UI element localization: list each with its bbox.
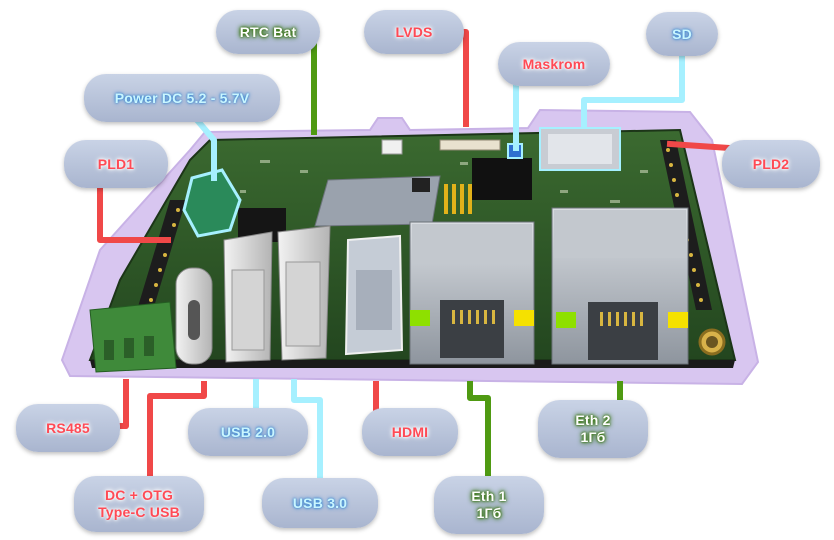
callout-eth1: Eth 1 1Гб xyxy=(434,476,544,534)
callout-dc-otg-label: DC + OTG Type-C USB xyxy=(98,487,180,520)
leader-eth1 xyxy=(467,381,491,481)
leader-dc-otg xyxy=(147,381,207,481)
callout-rs485: RS485 xyxy=(16,404,120,452)
callout-pld1: PLD1 xyxy=(64,140,168,188)
emmc-chip xyxy=(472,158,532,200)
callout-power-dc-label: Power DC 5.2 - 5.7V xyxy=(114,89,250,106)
callout-hdmi-label: HDMI xyxy=(391,423,429,440)
callout-usb2-label: USB 2.0 xyxy=(220,423,276,440)
callout-rtc-bat-label: RTC Bat xyxy=(239,23,297,40)
callout-usb3: USB 3.0 xyxy=(262,478,378,528)
callout-dc-otg: DC + OTG Type-C USB xyxy=(74,476,204,532)
callout-maskrom: Maskrom xyxy=(498,42,610,86)
callout-lvds-label: LVDS xyxy=(395,23,433,40)
leader-usb3 xyxy=(291,379,323,481)
hdmi-port xyxy=(356,270,392,330)
callout-sd: SD xyxy=(646,12,718,56)
rtc-connector xyxy=(381,139,403,155)
mounting-hole-inner xyxy=(706,336,718,348)
callout-lvds: LVDS xyxy=(364,10,464,54)
callout-rtc-bat: RTC Bat xyxy=(216,10,320,54)
callout-usb3-label: USB 3.0 xyxy=(292,494,348,511)
callout-eth2-label: Eth 2 1Гб xyxy=(575,412,611,445)
callout-maskrom-label: Maskrom xyxy=(522,55,586,72)
callout-usb2: USB 2.0 xyxy=(188,408,308,456)
leader-sd xyxy=(581,31,685,129)
chip-small xyxy=(412,178,430,192)
usb3-port xyxy=(285,261,321,347)
callout-sd-label: SD xyxy=(672,25,692,42)
sd-slot-inner xyxy=(548,134,612,164)
power-dc-connector xyxy=(182,168,242,238)
lvds-connector xyxy=(439,139,501,151)
rs485-terminal xyxy=(89,301,177,373)
usb2-port xyxy=(231,269,265,351)
eth2-connector xyxy=(551,207,689,365)
callout-power-dc: Power DC 5.2 - 5.7V xyxy=(84,74,280,122)
jumper-headers xyxy=(444,184,472,214)
callout-eth2: Eth 2 1Гб xyxy=(538,400,648,458)
callout-pld2-label: PLD2 xyxy=(752,155,790,172)
type-c-port xyxy=(188,300,200,340)
callout-eth1-label: Eth 1 1Гб xyxy=(471,488,507,521)
callout-hdmi: HDMI xyxy=(362,408,458,456)
callout-rs485-label: RS485 xyxy=(46,419,90,436)
callout-pld2: PLD2 xyxy=(722,140,820,188)
leader-pld1 xyxy=(97,165,171,243)
leader-pld2 xyxy=(666,140,734,152)
eth1-connector xyxy=(409,221,535,365)
callout-pld1-label: PLD1 xyxy=(97,155,135,172)
